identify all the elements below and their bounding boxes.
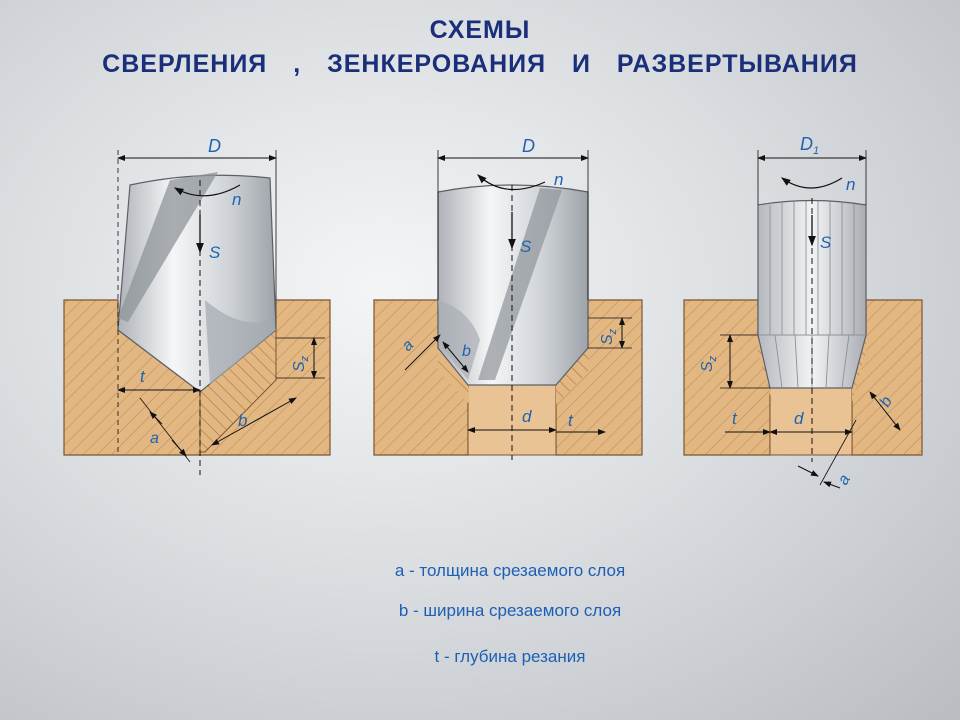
drill-a-arrow-2 <box>171 439 187 457</box>
reamer-label-s: S <box>820 233 832 252</box>
countersink-label-d: D <box>522 136 535 156</box>
countersink-cut-right <box>556 348 588 405</box>
countersink-rotation-arrow <box>477 174 546 191</box>
reamer-cut-right <box>852 335 866 402</box>
countersink-tooth <box>438 300 480 380</box>
reamer-label-n: n <box>846 175 855 194</box>
drill-flute <box>118 172 218 322</box>
reaming-scheme: D1 n S Sz t d b a <box>683 134 923 489</box>
countersink-label-b: b <box>462 343 471 360</box>
reamer-b-dimension <box>869 391 901 431</box>
drill-label-d: D <box>208 136 221 156</box>
drill-label-s: S <box>209 243 221 262</box>
reamer-teeth <box>758 201 866 389</box>
drill-label-t: t <box>140 367 146 386</box>
drill-a-arrow-1 <box>149 411 163 425</box>
countersink-a-arrow <box>404 334 441 371</box>
reamer-label-a: a <box>835 472 854 488</box>
reamer-label-d1: D1 <box>800 134 819 157</box>
drill-lip <box>205 300 276 385</box>
reamer-a-arrow-1 <box>797 465 819 477</box>
countersink-flute <box>478 188 562 380</box>
legend-t: t - глубина резания <box>434 647 586 666</box>
countersink-label-d-bore: d <box>522 407 532 426</box>
title-line-2: СВЕРЛЕНИЯ , ЗЕНКЕРОВАНИЯ И РАЗВЕРТЫВАНИЯ <box>102 50 858 78</box>
countersink-b-dimension <box>442 341 469 373</box>
countersink-label-n: n <box>554 170 563 189</box>
reamer-tool <box>757 199 867 389</box>
drill-b-dimension <box>211 397 297 446</box>
reamer-a-arrow-2 <box>823 481 841 489</box>
countersink-label-s: S <box>520 237 532 256</box>
reamer-pilot-hole <box>769 387 853 456</box>
drill-rotation-arrow <box>173 184 241 197</box>
legend-a: a - толщина срезаемого слоя <box>394 561 626 580</box>
reamer-label-d: d <box>794 409 804 428</box>
drill-label-n: n <box>232 190 241 209</box>
drill-label-b: b <box>238 411 247 430</box>
drill-label-a: a <box>150 430 159 447</box>
drilling-scheme: D n S Sz t b a <box>63 136 331 475</box>
legend-b: b - ширина срезаемого слоя <box>398 601 622 620</box>
reamer-label-t: t <box>732 409 738 428</box>
countersink-label-t: t <box>568 411 574 430</box>
reamer-rotation-arrow <box>781 177 843 189</box>
reamer-a-line <box>819 419 857 486</box>
countersinking-scheme: D n S Sz a b d t <box>373 136 643 460</box>
title-line-1: СХЕМЫ <box>429 16 531 44</box>
